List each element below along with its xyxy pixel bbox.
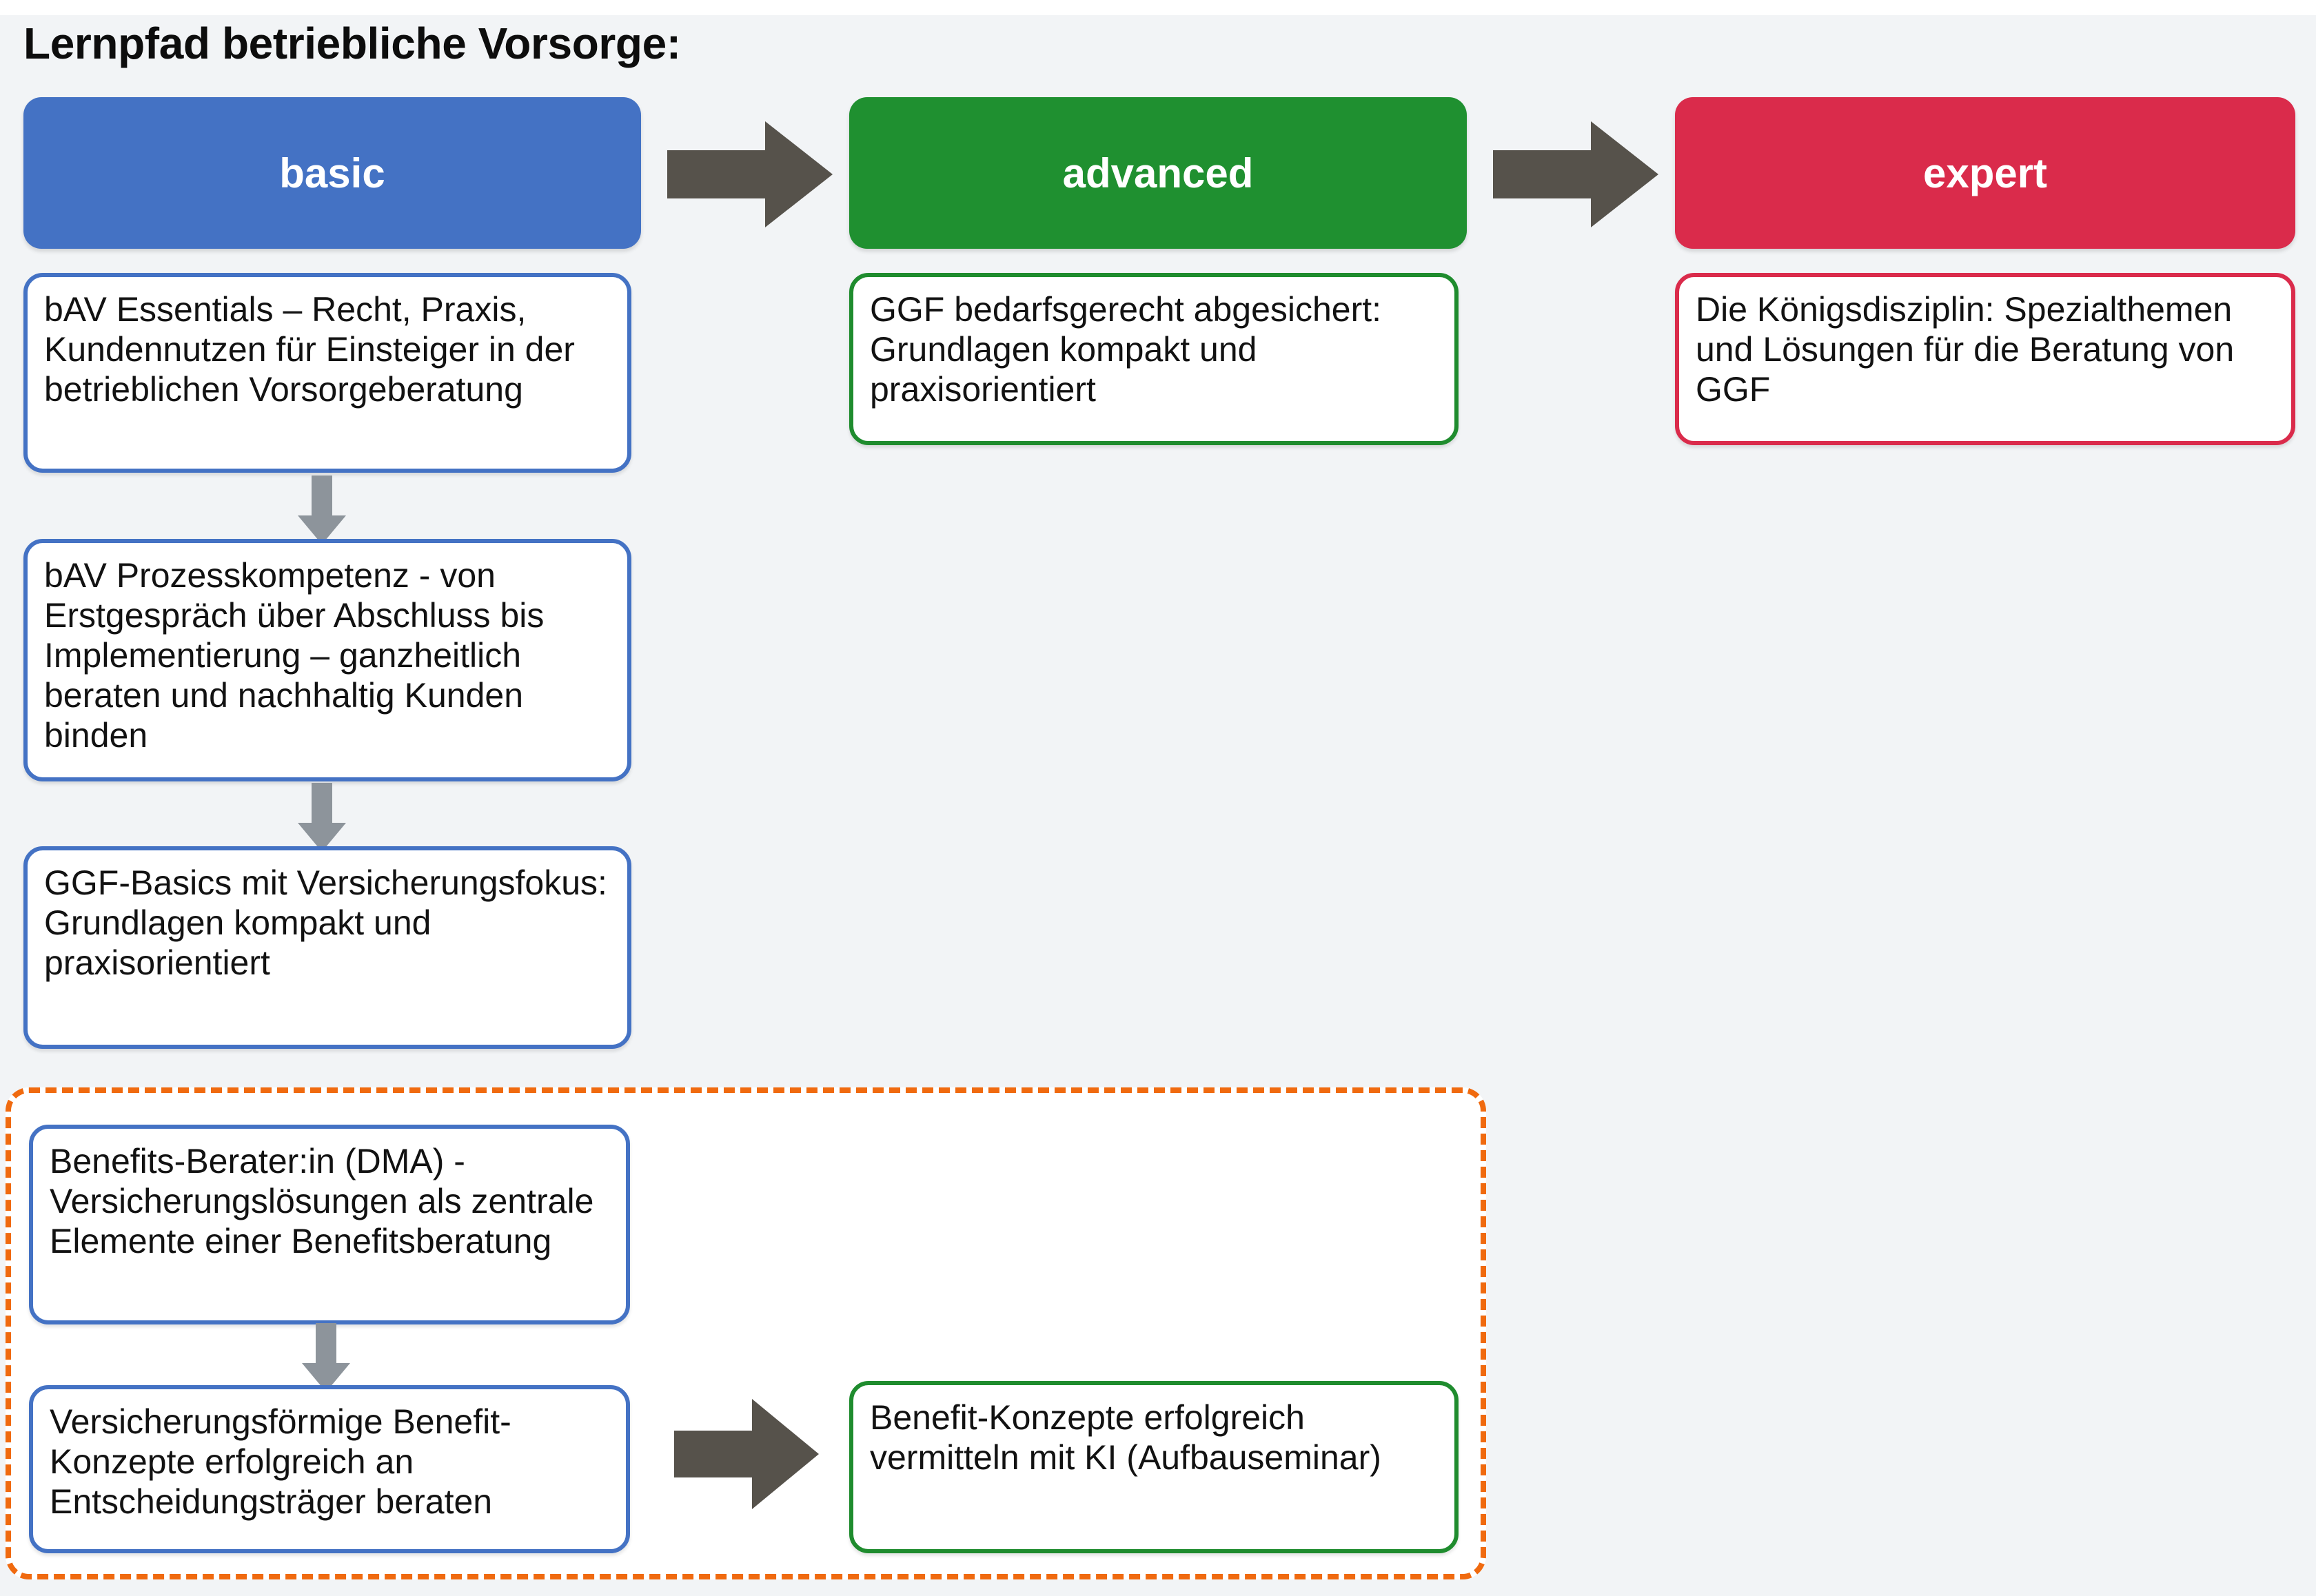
level-header-expert[interactable]: expert <box>1675 97 2295 249</box>
level-header-advanced[interactable]: advanced <box>849 97 1467 249</box>
arrow-basic-2-to-3-icon <box>298 783 346 852</box>
card-basic-2[interactable]: bAV Prozesskompetenz - von Erstgespräch … <box>23 539 631 781</box>
page-title: Lernpfad betriebliche Vorsorge: <box>23 19 681 68</box>
top-white-strip <box>0 0 2316 15</box>
arrow-basic-to-advanced-icon <box>667 121 833 227</box>
level-header-basic[interactable]: basic <box>23 97 641 249</box>
arrow-basic-4-to-5-icon <box>302 1323 350 1392</box>
card-basic-5[interactable]: Versicherungsförmige Benefit-Konzepte er… <box>29 1385 630 1553</box>
level-label-advanced: advanced <box>1062 150 1254 196</box>
card-expert-1[interactable]: Die Königsdisziplin: Spezialthemen und L… <box>1675 273 2295 445</box>
level-label-basic: basic <box>279 150 385 196</box>
arrow-basic-1-to-2-icon <box>298 475 346 544</box>
card-basic-4[interactable]: Benefits-Berater:in (DMA) - Versicherung… <box>29 1125 630 1324</box>
card-basic-1[interactable]: bAV Essentials – Recht, Praxis, Kundennu… <box>23 273 631 473</box>
arrow-benefit-to-ki-icon <box>674 1399 819 1509</box>
arrow-advanced-to-expert-icon <box>1493 121 1658 227</box>
card-basic-3[interactable]: GGF-Basics mit Versicherungsfokus: Grund… <box>23 846 631 1049</box>
card-advanced-2[interactable]: Benefit-Konzepte erfolgreich vermitteln … <box>849 1381 1459 1553</box>
level-label-expert: expert <box>1922 150 2048 196</box>
card-advanced-1[interactable]: GGF bedarfsgerecht abgesichert: Grundlag… <box>849 273 1459 445</box>
